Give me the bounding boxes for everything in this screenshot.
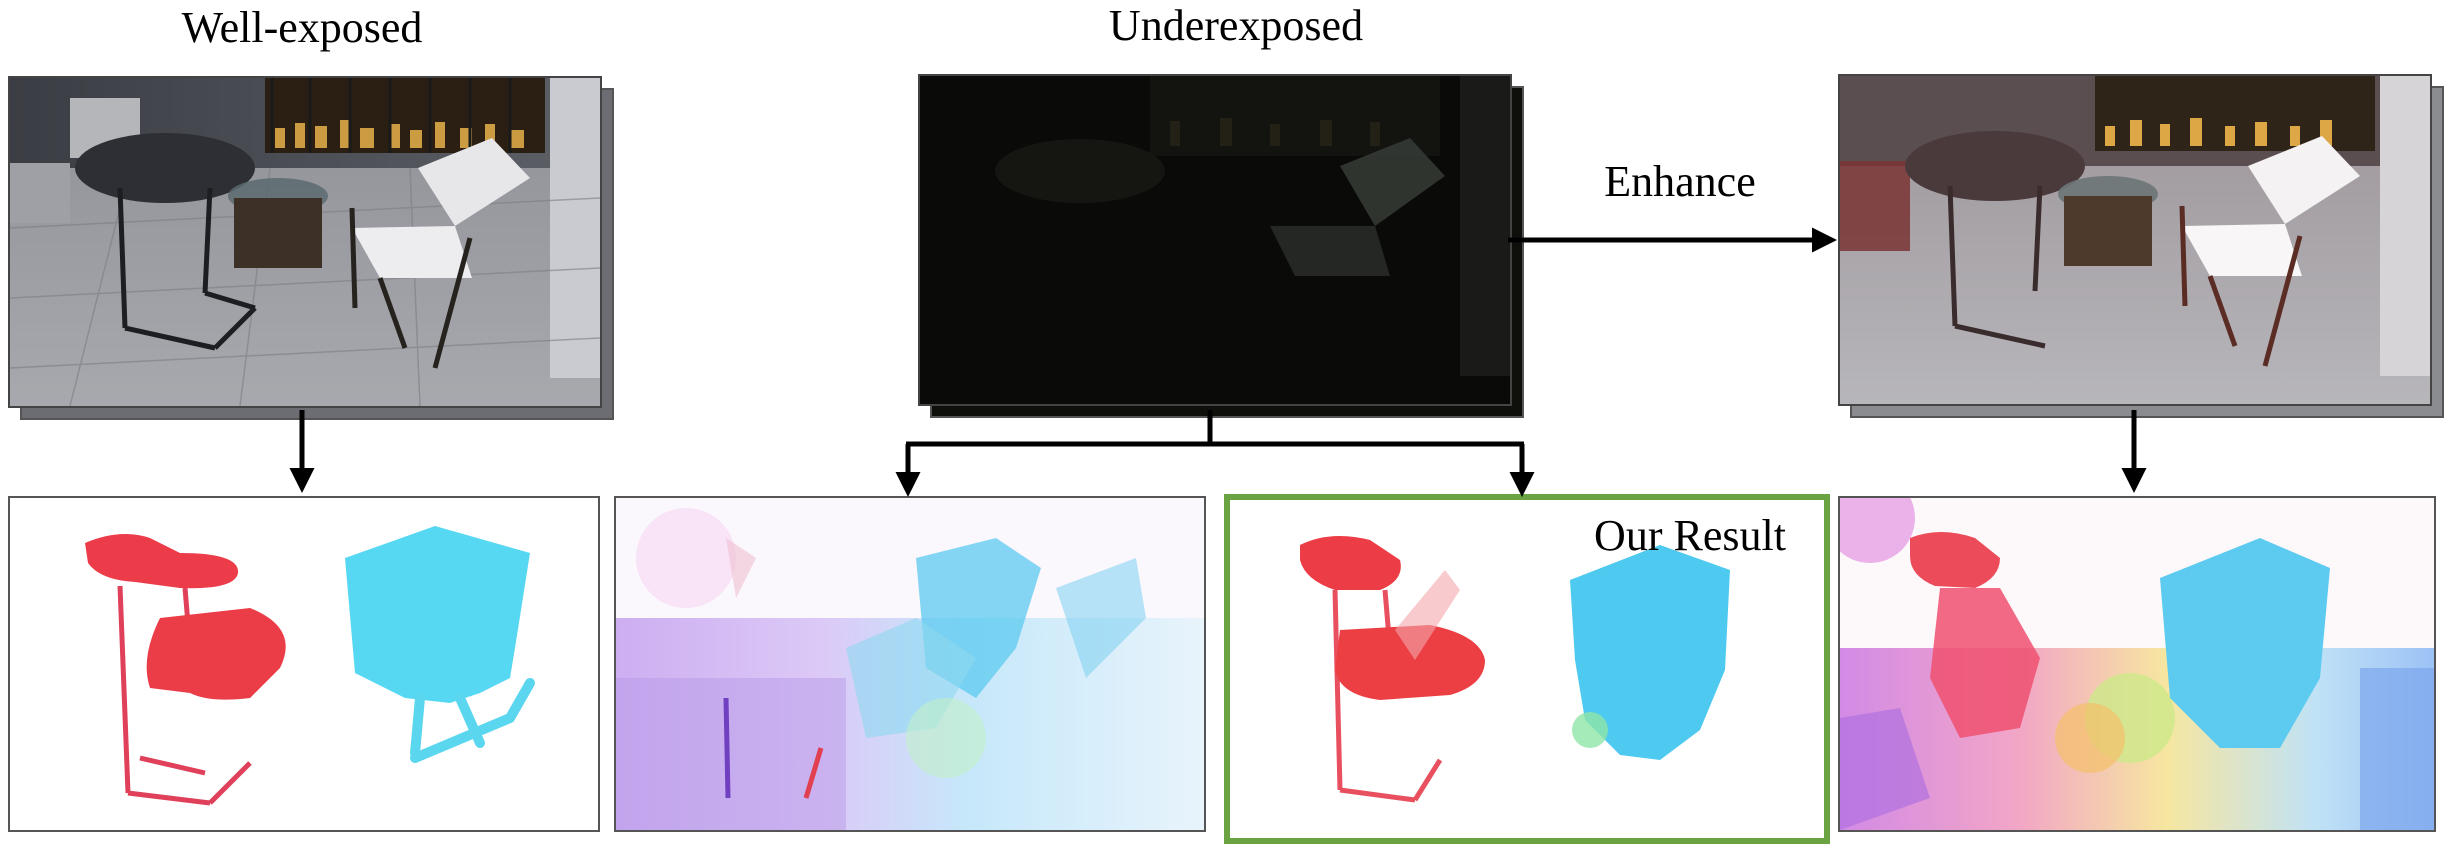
enhance-label: Enhance [1604, 157, 1756, 206]
underexposed-photo [918, 74, 1512, 406]
flow-our-result [1224, 494, 1830, 844]
enhanced-photo [1838, 74, 2432, 406]
flow-enhanced [1838, 496, 2436, 832]
well-exposed-photo [8, 76, 602, 408]
underexposed-photo-stack [918, 74, 1524, 418]
underexposed-label: Underexposed [1108, 1, 1364, 50]
flow-underexposed-baseline [614, 496, 1206, 832]
our-result-label: Our Result [1594, 511, 1786, 560]
enhanced-photo-stack [1838, 74, 2444, 418]
well-exposed-photo-stack [8, 76, 614, 420]
well-exposed-label: Well-exposed [181, 3, 423, 52]
flow-well-exposed [8, 496, 600, 832]
